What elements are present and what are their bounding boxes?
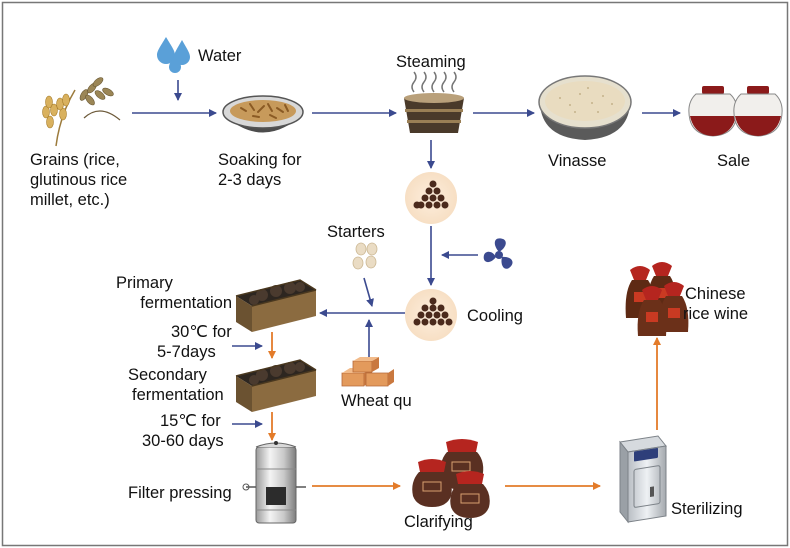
- steamer-icon: [404, 71, 464, 133]
- sterilizing-label: Sterilizing: [671, 500, 743, 518]
- filter-pressing-label: Filter pressing: [128, 484, 232, 502]
- vinasse-bowl-icon: [538, 75, 632, 140]
- soaking-label-line-2: 2-3 days: [218, 171, 282, 189]
- product-label-line-1: Chinese: [685, 285, 746, 303]
- steamed-rice-icon: [405, 172, 457, 224]
- sealed-jars-icon: [412, 439, 490, 518]
- cooling-label: Cooling: [467, 307, 523, 325]
- grains-label-line-1: Grains (rice,: [30, 151, 120, 169]
- chinese-rice-wine-label: Chinese rice wine: [683, 284, 748, 324]
- sale-label: Sale: [717, 152, 751, 170]
- primary-fermentation-label: Primary fermentation: [116, 273, 232, 313]
- secondary-label-line-1: Secondary: [128, 366, 207, 384]
- soaking-label-line-1: Soaking for: [218, 151, 302, 169]
- vinasse-label: Vinasse: [548, 152, 607, 170]
- grains-label: Grains (rice, glutinous rice millet, etc…: [30, 150, 127, 210]
- primary-condition-label: 30℃ for 5-7days: [157, 322, 232, 362]
- clarifying-label: Clarifying: [404, 513, 473, 531]
- soaking-bowl-icon: [222, 95, 304, 133]
- wheat-qu-label: Wheat qu: [341, 392, 412, 410]
- primary-condition-line-2: 5-7days: [157, 343, 216, 361]
- steaming-label: Steaming: [396, 53, 466, 71]
- grains-label-line-3: millet, etc.): [30, 191, 110, 209]
- fan-icon: [483, 238, 513, 269]
- process-arrows: [268, 332, 661, 490]
- starter-balls-icon: [352, 242, 378, 270]
- water-label: Water: [198, 47, 242, 65]
- primary-label-line-2: fermentation: [140, 294, 232, 312]
- wheat-qu-bricks-icon: [341, 357, 394, 387]
- primary-condition-line-1: 30℃ for: [171, 323, 232, 341]
- secondary-condition-line-1: 15℃ for: [160, 412, 221, 430]
- sterilizer-icon: [619, 435, 667, 524]
- secondary-condition-label: 15℃ for 30-60 days: [142, 411, 224, 451]
- cooled-rice-icon: [405, 289, 457, 341]
- grain-stalks-icon: [42, 77, 121, 147]
- filter-press-icon: [242, 441, 306, 524]
- secondary-fermentation-label: Secondary fermentation: [128, 365, 224, 405]
- flow-arrows: [132, 80, 681, 428]
- secondary-condition-line-2: 30-60 days: [142, 432, 224, 450]
- secondary-label-line-2: fermentation: [132, 386, 224, 404]
- soaking-label: Soaking for 2-3 days: [218, 150, 301, 190]
- wine-jars-icon: [688, 86, 783, 137]
- primary-fermentation-box-icon: [235, 279, 317, 332]
- arrow-starters-down: [363, 277, 374, 307]
- product-label-line-2: rice wine: [683, 305, 749, 323]
- rice-wine-bottles-icon: [625, 262, 689, 336]
- grains-label-line-2: glutinous rice: [30, 171, 128, 189]
- water-drops-icon: [157, 37, 190, 73]
- starters-label: Starters: [327, 223, 385, 241]
- secondary-fermentation-box-icon: [235, 359, 317, 412]
- primary-label-line-1: Primary: [116, 274, 173, 292]
